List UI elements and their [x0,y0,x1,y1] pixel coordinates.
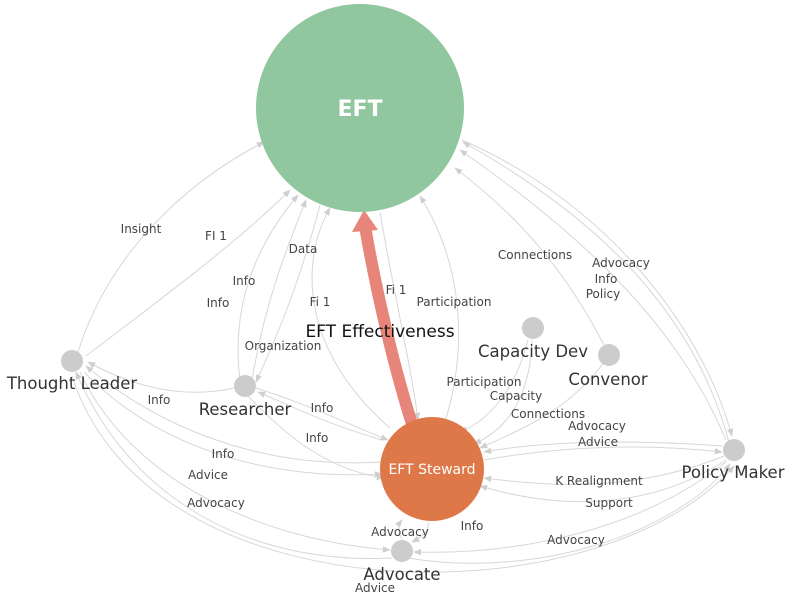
policy-maker-node[interactable] [723,439,745,461]
nodes [61,4,745,562]
main-edge-arrowhead [352,210,378,232]
edge-label-k-realignment: K Realignment [555,474,643,488]
edge-label-advocacy-c: Advocacy [187,496,245,510]
edge-label-info-d: Info [148,393,171,407]
edge-advocate-thought-leader [75,371,393,560]
eft-node-label: EFT [337,97,382,122]
edge-convenor-steward [479,361,605,449]
edge-label-advocacy-e: Advocacy [547,533,605,547]
edge-label-info-h: Info [461,519,484,533]
edges [71,139,735,573]
edge-researcher-eft [237,194,299,381]
edge-label-advice-a: Advice [578,435,618,449]
edge-label-capacity: Capacity [490,389,542,403]
edge-policy-steward-support [479,459,727,503]
thought-leader-node[interactable] [61,350,83,372]
main-edge-label: EFT Effectiveness [305,322,454,342]
edge-label-insight: Insight [121,222,162,236]
edge-labels: Insight FI 1 Data Info Info Fi 1 Fi 1 Pa… [121,222,650,595]
thought-leader-label: Thought Leader [6,374,138,393]
edge-label-advocacy-d: Advocacy [371,525,429,539]
convenor-node[interactable] [598,344,620,366]
edge-label-organization: Organization [245,339,322,353]
edge-label-participation-a: Participation [417,295,492,309]
edge-steward-eft-part [419,195,460,423]
advocate-label: Advocate [363,565,440,584]
edge-researcher-eft-2 [251,199,307,381]
edge-label-connections-a: Connections [498,248,572,262]
edge-capacity-steward-2 [473,339,533,445]
edge-policy-eft-2 [462,141,731,447]
edge-thought-leader-eft [77,141,265,353]
edge-thought-leader-policy [71,375,735,573]
edge-label-fi1-a: FI 1 [205,229,227,243]
capacity-dev-label: Capacity Dev [478,342,588,361]
edge-eft-steward-fi [379,211,421,421]
edge-label-advocacy-b: Advocacy [568,419,626,433]
edge-label-info-f: Info [306,431,329,445]
edge-policy-steward [483,441,723,454]
edge-eft-policy [461,139,734,437]
edge-advocate-policy [407,463,731,564]
edge-label-advocacy-a: Advocacy [592,256,650,270]
eft-node[interactable] [256,4,464,212]
capacity-dev-node[interactable] [522,317,544,339]
edge-label-advice-b: Advice [188,468,228,482]
edge-researcher-thought-leader [87,361,235,393]
edge-policy-eft [459,149,727,441]
edge-steward-eft-fi [311,207,391,429]
researcher-label: Researcher [199,400,292,419]
advocate-node[interactable] [391,540,413,562]
node-labels: EFT EFT Steward Thought Leader Researche… [6,97,785,584]
steward-node-label: EFT Steward [388,462,475,478]
edge-label-data: Data [289,242,318,256]
edge-policy-advocate [413,461,727,556]
edge-researcher-steward [255,387,389,441]
edge-label-support: Support [585,496,633,510]
edge-label-participation-b: Participation [447,375,522,389]
edge-label-connections-b: Connections [511,407,585,421]
edge-convenor-eft [454,167,605,346]
researcher-node[interactable] [234,375,256,397]
edge-steward-researcher [257,391,383,441]
edge-label-advice-c: Advice [355,581,395,595]
convenor-label: Convenor [568,370,648,389]
edge-policy-steward-k [483,455,725,485]
edge-advocate-steward [395,519,403,541]
edge-steward-policy [483,446,723,461]
main-edge-eft-effectiveness [360,226,418,430]
edge-thought-leader-eft-2 [85,189,291,357]
edge-label-fi1-b: Fi 1 [310,295,331,309]
edge-steward-thought-leader [85,365,383,464]
edge-label-policy: Policy [586,287,621,301]
steward-node[interactable] [380,417,484,521]
edge-eft-researcher [255,204,321,383]
edge-capacity-steward [459,339,529,433]
edge-label-info-a: Info [233,274,256,288]
edge-label-fi1-c: Fi 1 [386,283,407,297]
edge-label-info-e: Info [311,401,334,415]
edge-thought-leader-advocate [79,371,391,553]
policy-maker-label: Policy Maker [682,463,785,482]
edge-label-info-c: Info [595,272,618,286]
edge-label-info-g: Info [212,447,235,461]
edge-label-info-b: Info [207,296,230,310]
edge-steward-advocate [411,521,429,543]
edge-thought-leader-steward [83,371,383,478]
